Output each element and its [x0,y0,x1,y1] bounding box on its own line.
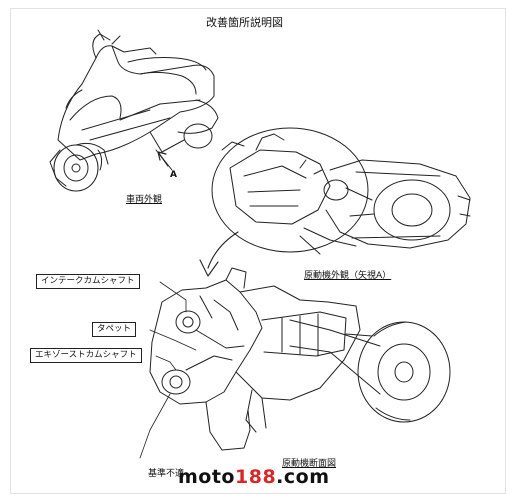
watermark-number: 188 [235,466,277,488]
caption-vehicle-exterior: 車両外観 [126,195,163,205]
diagram-title: 改善箇所説明図 [206,16,283,29]
note-standard-noncompliance: 基準不適 [148,469,185,479]
scooter-illustration [49,29,219,192]
diagram-frame [10,8,506,494]
site-watermark: moto188.com [178,466,330,488]
view-arrow-label: A [170,170,177,180]
caption-engine-exterior: 原動機外観（矢視A） [304,271,392,281]
engine-section-illustration [149,267,451,451]
label-exhaust-camshaft: エキゾーストカムシャフト [30,348,142,363]
label-intake-camshaft: インテークカムシャフト [36,274,140,289]
watermark-suffix: .com [276,466,330,488]
watermark-prefix: moto [178,466,235,488]
label-tappet: タペット [92,322,137,337]
engine-exterior-illustration [211,127,471,255]
caption-engine-section: 原動機断面図 [282,459,337,469]
